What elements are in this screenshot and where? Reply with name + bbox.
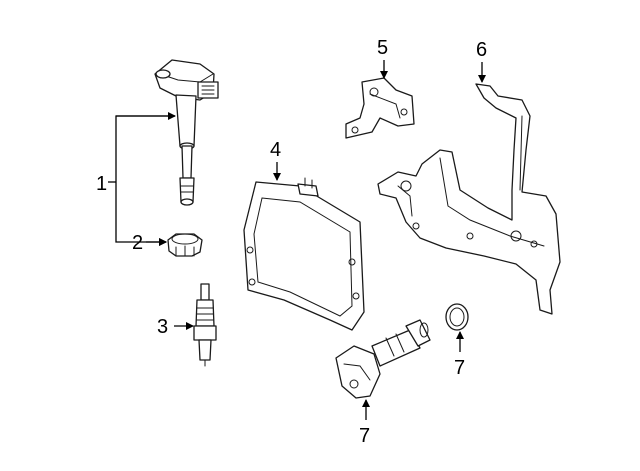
plug-cap — [167, 233, 203, 257]
callout-7-sensor: 7 — [359, 425, 370, 447]
small-bracket — [345, 77, 415, 139]
position-sensor — [335, 319, 431, 399]
callout-2: 2 — [132, 232, 143, 254]
callout-5: 5 — [377, 37, 388, 59]
callout-7-oring: 7 — [454, 357, 465, 379]
leader-lines — [108, 60, 486, 420]
callout-6: 6 — [476, 39, 487, 61]
o-ring — [445, 303, 469, 331]
callout-1: 1 — [96, 173, 107, 195]
callout-4: 4 — [270, 139, 281, 161]
spark-plug — [193, 283, 217, 367]
mounting-bracket — [377, 83, 561, 315]
ecu-module — [243, 177, 365, 331]
callout-3: 3 — [157, 316, 168, 338]
ignition-coil — [154, 59, 219, 206]
